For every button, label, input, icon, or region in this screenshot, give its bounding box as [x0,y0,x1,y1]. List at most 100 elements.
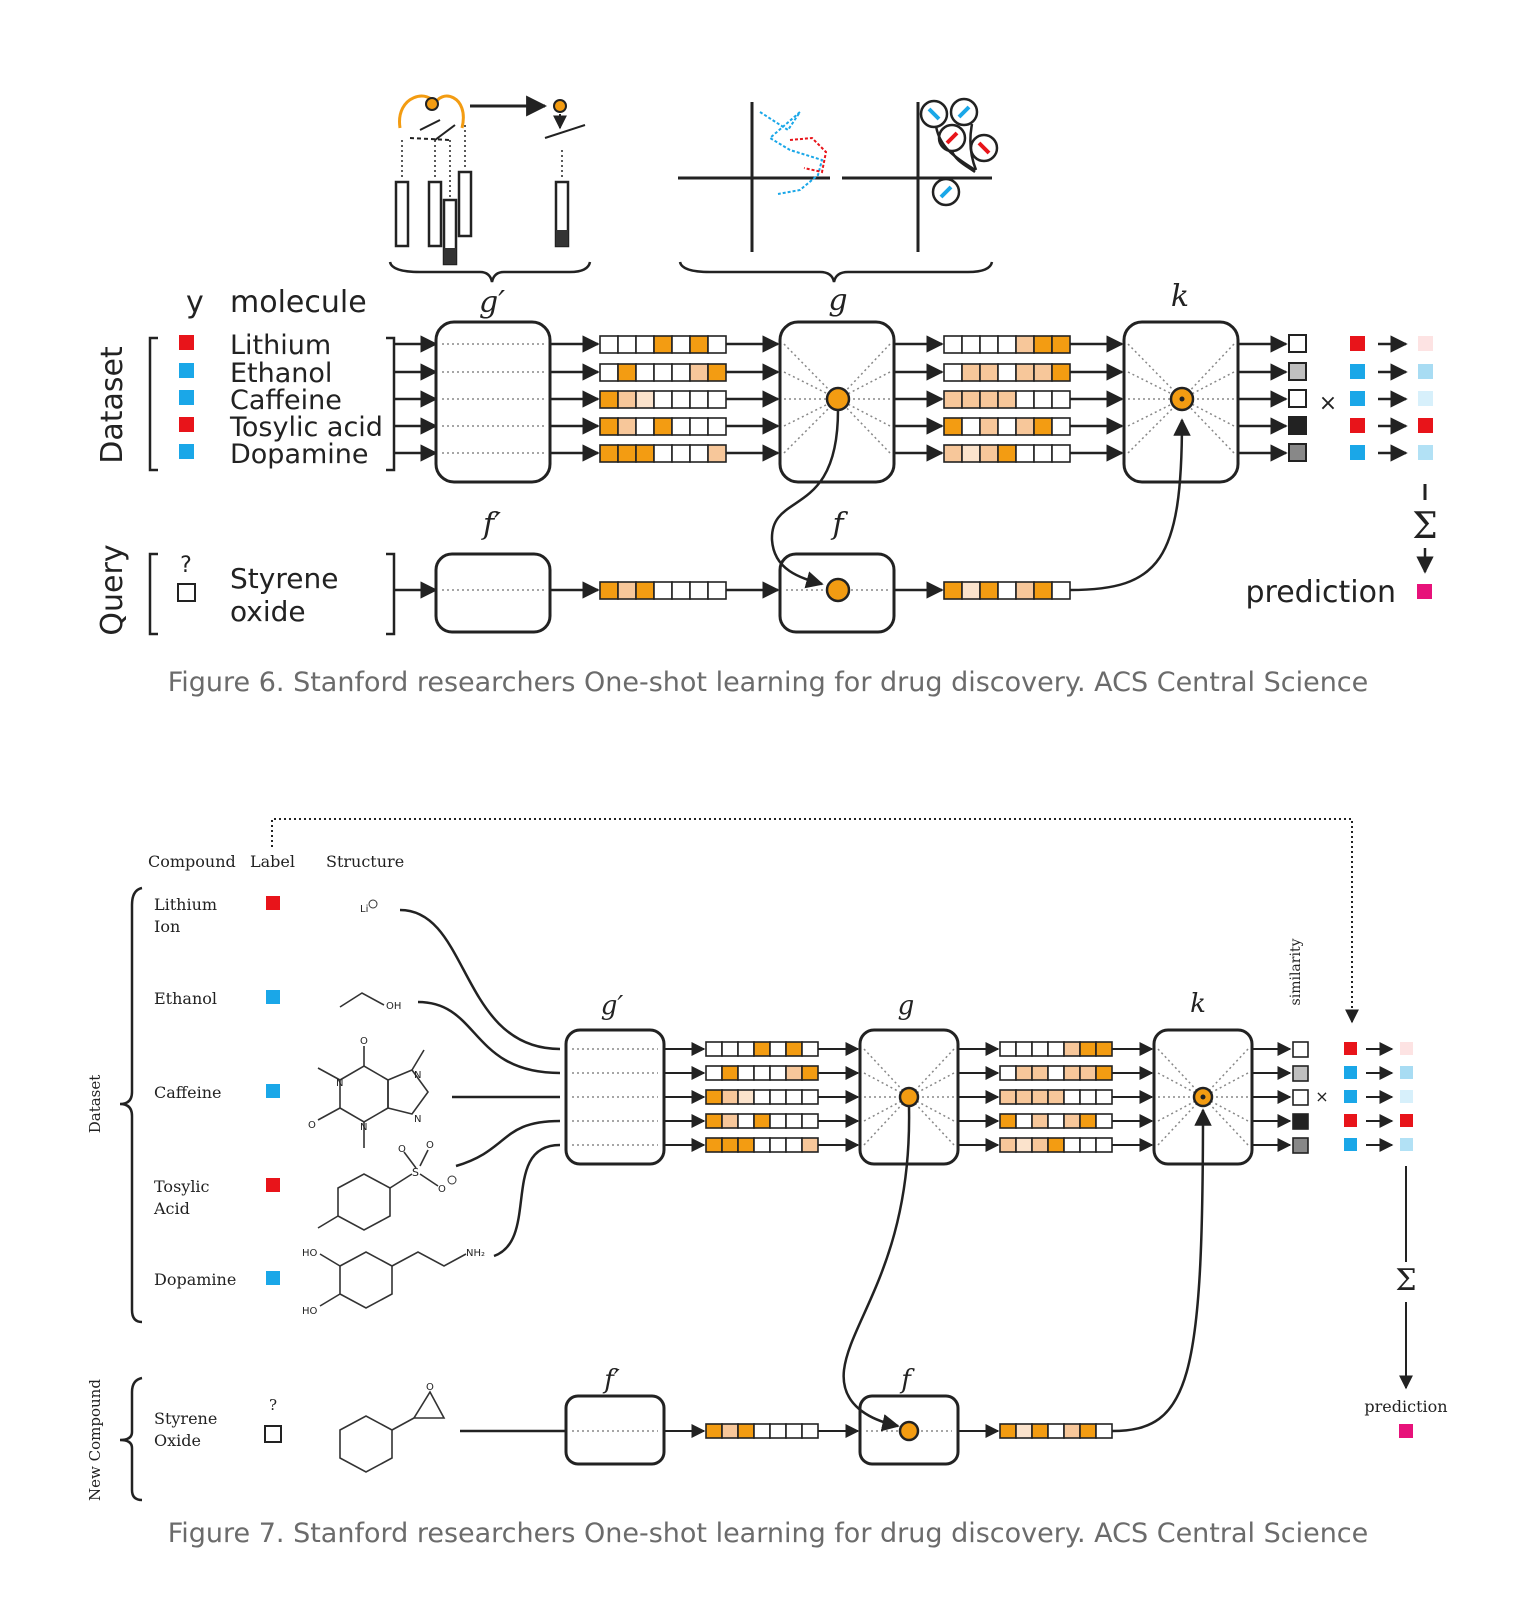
fig7-context-row-cell [1047,1137,1065,1153]
fig6-embedding-row-cell [689,444,709,463]
fig6-context-row-cell [997,417,1017,436]
fig7-context-row-cell [1063,1089,1081,1105]
fig7-context-row-cell [999,1041,1017,1057]
fig7-embedding-row-cell [721,1041,739,1057]
fig7-context-row-cell [1015,1065,1033,1081]
fig6-context-row-cell [1051,444,1071,463]
fig7-g-spoke [863,1048,910,1098]
fig6-similarity-square [1288,416,1307,435]
fig6-context-row-cell [979,390,999,409]
fig6-embedding-row-cell [599,363,619,382]
fig6-k-node-dot [1179,396,1185,402]
fig6-query-embedding-cell [707,581,727,600]
fig6-embedding-row-cell [653,390,673,409]
fig7-context-row-cell [1063,1065,1081,1081]
fig6-embedding-row-cell [653,363,673,382]
fig7-similarity-square [1292,1065,1309,1082]
fig7-embedding-row-cell [721,1065,739,1081]
fig6-query-to-k-curve [1069,418,1191,592]
fig7-new-compound-line1: Styrene [154,1409,217,1428]
fig7-query-embedding-cell [705,1423,723,1439]
fig6-func-k: k [1171,279,1189,314]
fig6-context-row-cell [943,363,963,382]
fig7-similarity-square [1292,1137,1309,1154]
fig6-embedding-row-cell [671,335,691,354]
fig6-context-row-cell [943,390,963,409]
fig6-label-square-out [1350,364,1365,379]
fig7-embedding-row-cell [721,1113,739,1129]
fig6-context-row-cell [943,444,963,463]
fig7-weighted-square [1400,1114,1413,1127]
fig6-embedding-row-cell [707,444,727,463]
fig6-context-row-cell [1051,417,1071,436]
fig6-similarity-square [1288,443,1307,462]
fig6-query-context-cell [997,581,1017,600]
fig6-g-prime-illustration [388,94,592,283]
fig7-embedding-row-cell [753,1065,771,1081]
fig6-query-context-cell [961,581,981,600]
fig7-new-compound-line2: Oxide [154,1431,201,1450]
fig7-embedding-row-cell [737,1113,755,1129]
fig7-query-embedding-cell [721,1423,739,1439]
fig7-query-embedding-cell [785,1423,803,1439]
fig6-embedding-row-cell [653,444,673,463]
fig7-embedding-row-cell [801,1089,819,1105]
fig7-embedding-row-cell [737,1041,755,1057]
fig7-label-square [266,1084,280,1098]
fig6-embedding-row-cell [599,417,619,436]
fig7-embedding-row-cell [705,1089,723,1105]
fig7-k-spoke [1202,1048,1249,1098]
fig6-g-illustration [678,97,999,283]
fig7-embedding-row-cell [801,1041,819,1057]
fig6-embedding-row-cell [689,363,709,382]
fig7-atom-o3: O [398,1144,406,1155]
fig7-k-spoke [1157,1096,1204,1146]
fig7-weighted-square [1400,1090,1413,1103]
fig6-header-molecule: molecule [230,285,367,320]
fig7-g-spoke [863,1072,910,1098]
fig7-embedding-row-cell [737,1065,755,1081]
fig6-context-row-cell [961,417,981,436]
fig6-embedding-row-cell [707,390,727,409]
fig7-atom-li: Li [360,904,368,915]
fig7-context-row-cell [1095,1041,1113,1057]
fig7-new-compound-label: New Compound [86,1379,104,1501]
fig6-query-molecule-line2: oxide [230,595,306,628]
fig7-atom-n1: N [336,1078,343,1089]
fig7-embedding-row-cell [705,1041,723,1057]
fig6-context-row-cell [997,390,1017,409]
fig6-embedding-row-cell [635,363,655,382]
fig7-label-square [266,990,280,1004]
fig7-atom-o6: O [426,1382,434,1393]
fig7-k-spoke [1157,1048,1204,1098]
fig7-func-g-prime: g′ [601,991,624,1021]
fig7-context-row-cell [1095,1137,1113,1153]
fig7-query-context-cell [1063,1423,1081,1439]
fig7-atom-o2: O [308,1120,316,1131]
fig6-label-square [179,444,194,459]
fig7-context-row-cell [1079,1113,1097,1129]
fig6-context-row-cell [961,363,981,382]
fig7-k-spoke [1202,1096,1249,1146]
fig6-context-row-cell [979,363,999,382]
fig7-context-row-cell [1047,1089,1065,1105]
fig6-context-row-cell [1015,390,1035,409]
fig6-context-row-cell [979,417,999,436]
fig6-embedding-row-cell [671,444,691,463]
fig7-new-compound-mark: ? [269,1396,277,1414]
fig7-compound-name: Lithium [154,895,217,914]
fig6-embedding-row-cell [689,390,709,409]
fig7-label-square [266,896,280,910]
fig7-new-compound-box [264,1425,282,1443]
fig7-compound-name: Dopamine [154,1270,236,1289]
fig7-weighted-square [1400,1138,1413,1151]
fig6-query-embedding-cell [617,581,637,600]
fig6-func-f-prime: f′ [481,507,501,542]
fig7-g-spoke [863,1096,910,1146]
fig7-header-label: Label [250,852,295,871]
fig7-query-context-cell [1047,1423,1065,1439]
fig7-structures [317,992,467,1473]
fig7-embedding-row-cell [785,1065,803,1081]
fig6-context-row-cell [1033,390,1053,409]
